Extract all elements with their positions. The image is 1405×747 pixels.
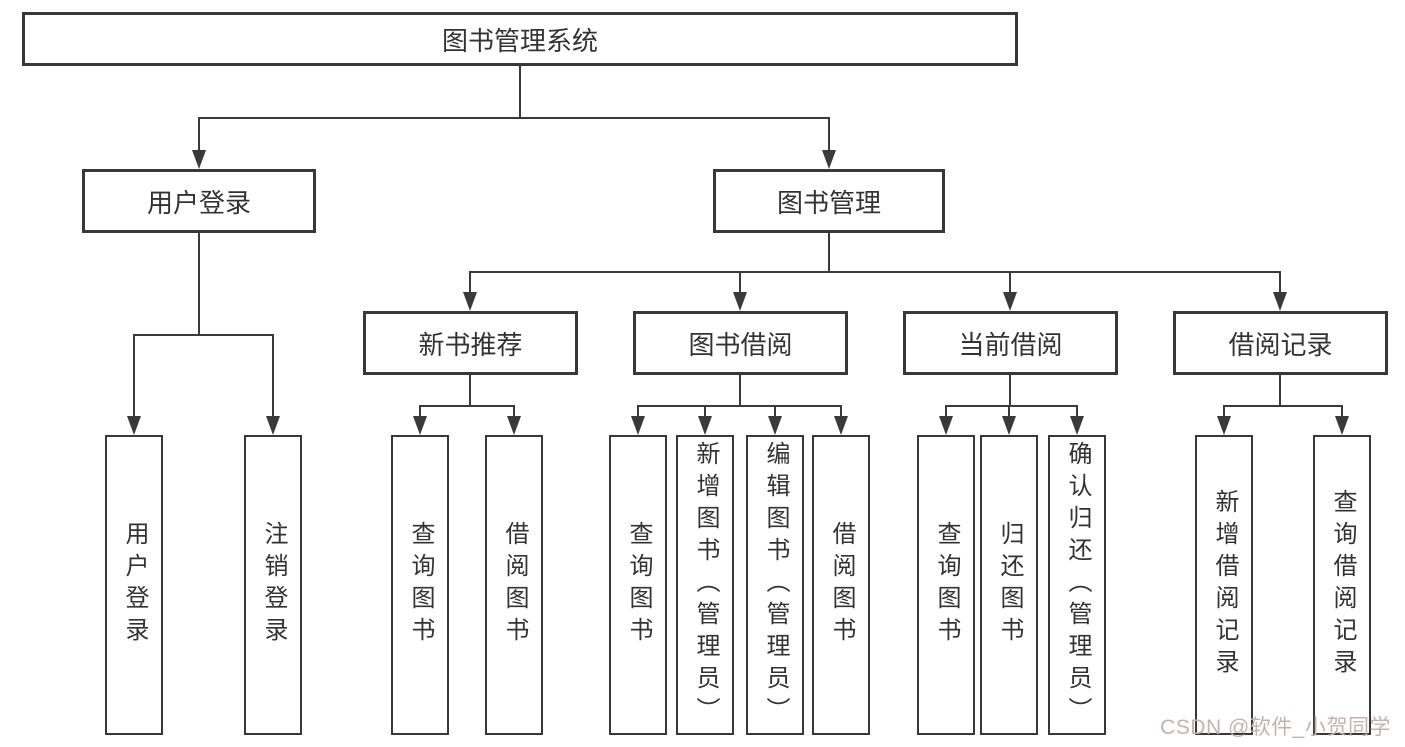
node-user-login: 用户登录 xyxy=(82,169,316,233)
leaf-borrowing-borrow-books-label: 借阅图书 xyxy=(828,521,855,649)
node-borrowing-records: 借阅记录 xyxy=(1173,311,1388,375)
leaf-current-query-books-label: 查询图书 xyxy=(933,521,960,649)
node-borrowing-records-label: 借阅记录 xyxy=(1228,329,1333,360)
node-root-label: 图书管理系统 xyxy=(441,25,598,56)
leaf-add-books-admin-label: 新增图书（管理员） xyxy=(692,441,719,729)
node-current-borrowing: 当前借阅 xyxy=(903,311,1118,375)
leaf-borrowing-query-books-label: 查询图书 xyxy=(625,521,652,649)
node-book-management: 图书管理 xyxy=(713,169,945,233)
leaf-borrowing-borrow-books: 借阅图书 xyxy=(812,435,870,735)
node-book-borrowing-label: 图书借阅 xyxy=(688,329,793,360)
node-current-borrowing-label: 当前借阅 xyxy=(958,329,1063,360)
leaf-add-borrow-record: 新增借阅记录 xyxy=(1195,435,1253,735)
leaf-confirm-return-admin-label: 确认归还（管理员） xyxy=(1064,441,1091,729)
leaf-current-query-books: 查询图书 xyxy=(917,435,975,735)
leaf-add-borrow-record-label: 新增借阅记录 xyxy=(1211,489,1238,681)
node-new-book-recommend-label: 新书推荐 xyxy=(418,329,523,360)
leaf-recommend-borrow-books: 借阅图书 xyxy=(485,435,543,735)
leaf-query-borrow-record: 查询借阅记录 xyxy=(1313,435,1371,735)
leaf-return-books: 归还图书 xyxy=(980,435,1038,735)
leaf-user-login-label: 用户登录 xyxy=(121,521,148,649)
leaf-borrowing-query-books: 查询图书 xyxy=(609,435,667,735)
leaf-user-login: 用户登录 xyxy=(105,435,163,735)
watermark: CSDN @软件_小贺同学 xyxy=(1160,716,1391,739)
leaf-query-borrow-record-label: 查询借阅记录 xyxy=(1329,489,1356,681)
node-book-borrowing: 图书借阅 xyxy=(633,311,848,375)
leaf-add-books-admin: 新增图书（管理员） xyxy=(676,435,734,735)
leaf-return-books-label: 归还图书 xyxy=(996,521,1023,649)
node-new-book-recommend: 新书推荐 xyxy=(363,311,578,375)
leaf-logout: 注销登录 xyxy=(244,435,302,735)
leaf-edit-books-admin: 编辑图书（管理员） xyxy=(746,435,804,735)
node-book-management-label: 图书管理 xyxy=(776,187,881,218)
leaf-logout-label: 注销登录 xyxy=(260,521,287,649)
node-user-login-label: 用户登录 xyxy=(146,187,251,218)
leaf-recommend-query-books: 查询图书 xyxy=(391,435,449,735)
leaf-confirm-return-admin: 确认归还（管理员） xyxy=(1048,435,1106,735)
leaf-edit-books-admin-label: 编辑图书（管理员） xyxy=(762,441,789,729)
leaf-recommend-query-books-label: 查询图书 xyxy=(407,521,434,649)
node-root: 图书管理系统 xyxy=(22,12,1018,66)
leaf-recommend-borrow-books-label: 借阅图书 xyxy=(501,521,528,649)
